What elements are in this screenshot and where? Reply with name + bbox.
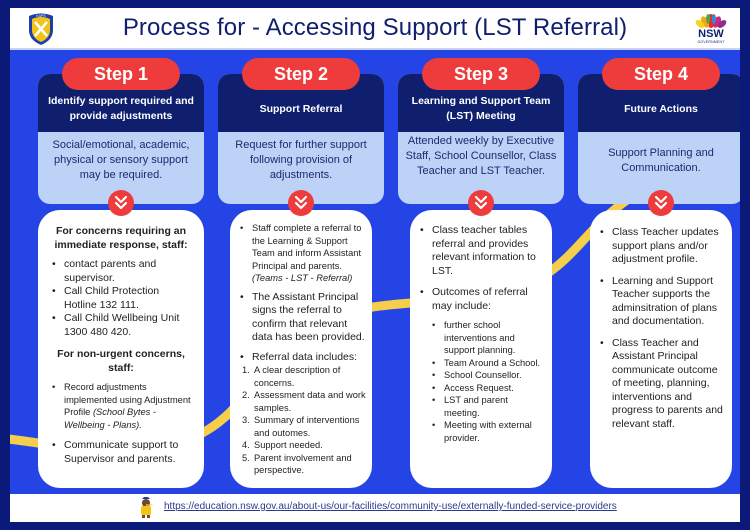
double-chevron-down-icon (648, 190, 674, 216)
step-4-summary-card: Future Actions Support Planning and Comm… (578, 74, 740, 204)
step-3-badge: Step 3 (422, 58, 540, 90)
double-chevron-down-icon (108, 190, 134, 216)
step-1-summary-card: Identify support required and provide ad… (38, 74, 204, 204)
list-item: 2.Assessment data and work samples. (242, 390, 366, 413)
list-item: further school interventions and support… (430, 319, 544, 357)
poster-frame: KAPS Process for - Accessing Support (LS… (10, 8, 740, 522)
page-title: Process for - Accessing Support (LST Ref… (122, 14, 628, 41)
list-item: Record adjustments implemented using Adj… (48, 381, 194, 431)
urgent-actions-list: contact parents and supervisor. Call Chi… (48, 258, 194, 339)
referral-outcomes-list: further school interventions and support… (430, 319, 544, 444)
list-item: contact parents and supervisor. (48, 258, 194, 285)
step-2-details-card: Staff complete a referral to the Learnin… (230, 210, 372, 488)
list-item: 5.Parent involvement and perspective. (242, 452, 352, 476)
list-item: The Assistant Principal signs the referr… (236, 291, 366, 345)
lst-meeting-list: Class teacher tables referral and provid… (416, 224, 544, 313)
school-mascot-icon (141, 497, 154, 518)
step-3-details-card: Class teacher tables referral and provid… (410, 210, 552, 488)
list-item: Class Teacher and Assistant Principal co… (596, 337, 724, 432)
list-item: Staff complete a referral to the Learnin… (236, 222, 366, 285)
double-chevron-down-icon (468, 190, 494, 216)
footer: https://education.nsw.gov.au/about-us/ou… (10, 494, 740, 522)
step-4-summary: Support Planning and Communication. (608, 147, 714, 174)
list-item: Access Request. (430, 382, 544, 395)
step-3-summary-card: Learning and Support Team (LST) Meeting … (398, 74, 564, 204)
future-actions-list: Class Teacher updates support plans and/… (596, 226, 724, 431)
list-item: Team Around a School. (430, 357, 544, 370)
step-2-badge: Step 2 (242, 58, 360, 90)
header: KAPS Process for - Accessing Support (LS… (10, 8, 740, 50)
step-3-summary: Attended weekly by Executive Staff, Scho… (405, 135, 557, 177)
referral-data-list: 1.A clear description of concerns. 2.Ass… (242, 364, 366, 477)
double-chevron-down-icon (288, 190, 314, 216)
list-item: Learning and Support Teacher supports th… (596, 275, 724, 329)
nonurgent-concerns-heading: For non-urgent concerns, staff: (57, 348, 185, 374)
nonurgent-actions-list: Record adjustments implemented using Adj… (48, 381, 194, 466)
step-4-details-card: Class Teacher updates support plans and/… (590, 210, 732, 488)
waratah-icon (695, 14, 727, 28)
step-2-summary-card: Support Referral Request for further sup… (218, 74, 384, 204)
nsw-government-logo: NSW GOVERNMENT (694, 11, 728, 49)
list-item: School Counsellor. (430, 369, 544, 382)
list-item: 3.Summary of interventions and outomes. (242, 415, 360, 438)
list-item: Referral data includes: (236, 351, 366, 365)
list-item: 4.Support needed. (242, 440, 323, 450)
list-item: Meeting with external provider. (430, 419, 544, 444)
list-item: Call Child Protection Hotline 132 111. (48, 285, 194, 312)
list-item: Communicate support to Supervisor and pa… (48, 439, 194, 466)
referral-steps-list: Staff complete a referral to the Learnin… (236, 222, 366, 364)
list-item: LST and parent meeting. (430, 394, 544, 419)
step-4-badge: Step 4 (602, 58, 720, 90)
step-1-badge: Step 1 (62, 58, 180, 90)
school-crest-logo: KAPS (29, 13, 53, 45)
list-item: Class Teacher updates support plans and/… (596, 226, 724, 267)
external-providers-link[interactable]: https://education.nsw.gov.au/about-us/ou… (164, 501, 617, 512)
list-item: Class teacher tables referral and provid… (416, 224, 544, 278)
step-2-summary: Request for further support following pr… (235, 139, 367, 181)
list-item: Call Child Wellbeing Unit 1300 480 420. (48, 312, 194, 339)
svg-text:KAPS: KAPS (36, 14, 46, 18)
step-1-summary: Social/emotional, academic, physical or … (52, 139, 190, 181)
list-item: Outcomes of referral may include: (416, 286, 544, 313)
step-1-details-card: For concerns requiring an immediate resp… (38, 210, 204, 488)
list-item: 1.A clear description of concerns. (242, 365, 341, 388)
urgent-concerns-heading: For concerns requiring an immediate resp… (54, 225, 188, 251)
